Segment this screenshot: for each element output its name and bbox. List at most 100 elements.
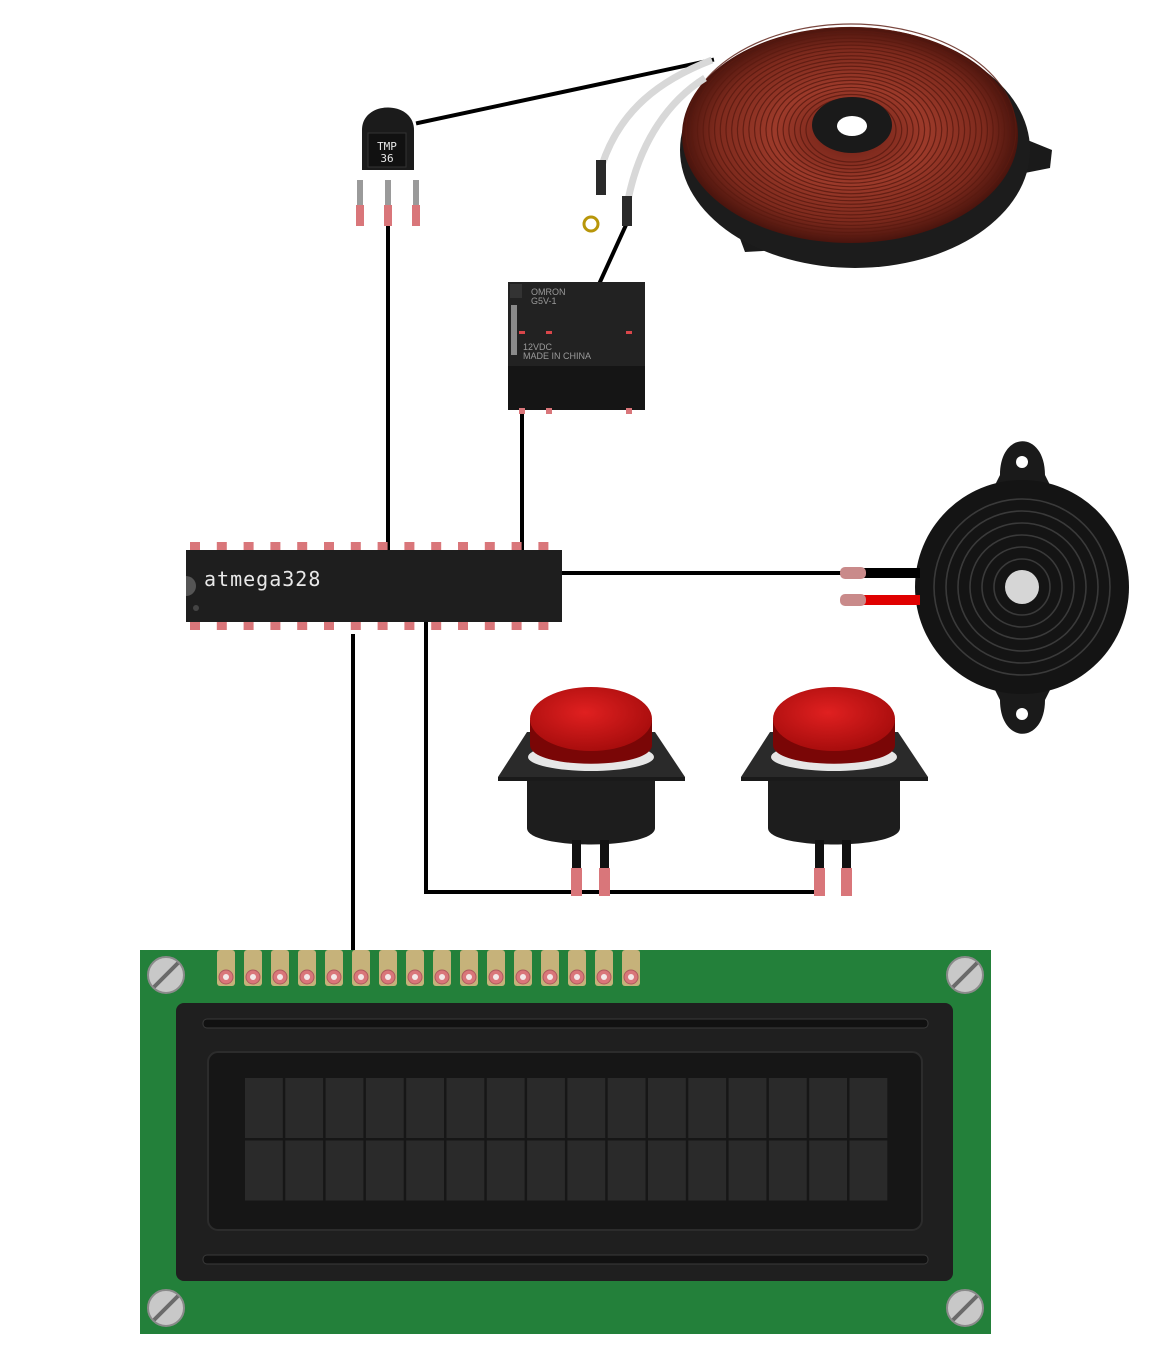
coil-rings [685,23,1017,237]
screw-slot [152,1294,180,1322]
lcd-header-hole [466,974,472,980]
lcd-cell [849,1078,888,1138]
mcu-pin-top [458,542,468,552]
lcd-cell [486,1078,525,1138]
mcu-notch [186,576,196,596]
lcd-cell [728,1140,767,1201]
lcd-header-hole [493,974,499,980]
lcd-header-hole [223,974,229,980]
button-left-leg-1 [572,840,581,890]
coil-winding-ring [742,58,960,202]
lcd-cell [446,1078,485,1138]
relay-brand: OMRON [531,287,566,297]
mcu-pin-bottom [350,620,361,630]
lcd-header-hole [331,974,337,980]
mcu-label: atmega328 [204,567,321,591]
wires [351,57,844,957]
coil-winding-ring [759,69,943,191]
lcd-cell [567,1078,606,1138]
coil-winding-ring [793,90,909,170]
mcu-pin-top [511,542,522,552]
lcd-mounting-screws [147,956,984,1327]
coil-winding-ring [713,41,989,219]
mcu-pin-top [270,542,281,552]
lcd-cell [768,1140,807,1201]
mcu-pin-bottom [431,620,442,630]
lcd-header-hole [385,974,391,980]
lcd-bezel-slot-top [202,1018,929,1029]
push-button-left [498,687,685,896]
lcd-header-hole [601,974,607,980]
lcd-cell [245,1140,283,1201]
coil-center-hole [837,116,867,136]
lcd-cell [406,1078,444,1138]
lcd-cell [325,1140,364,1201]
mcu-pin-bottom [404,620,415,630]
coil-winding-ring [696,30,1006,230]
push-button-right [741,687,928,896]
lcd-cell [809,1078,847,1138]
sensor-pin-tip-2 [384,205,392,226]
mcu-pin-bottom [216,620,227,630]
button-right-leg-2 [842,840,851,890]
lcd-cell [648,1078,686,1138]
buzzer-pin-red [840,594,866,606]
lcd-header-hole [277,974,283,980]
lcd-bezel-slot-bottom [202,1254,929,1265]
relay-origin: MADE IN CHINA [523,351,591,361]
button-left-leg-2 [600,840,609,890]
buzzer-mount-hole-bottom [1016,708,1028,720]
sensor-pin-2 [385,180,391,226]
lcd-cell [768,1078,807,1138]
lcd-cell [688,1140,727,1201]
mcu-pin-top [216,542,227,552]
lcd-cell [567,1140,606,1201]
mcu-pin-bottom [484,620,495,630]
buzzer-ring [957,522,1087,652]
coil-winding-ring [799,93,903,167]
mcu-pin-top [297,542,308,552]
coil-winding-ring [771,76,931,184]
coil-winding-ring [736,55,966,205]
lcd-cell [285,1140,324,1201]
lcd-header-pins [217,950,640,986]
mcu-pin-bottom [511,620,522,630]
lcd-cell [527,1140,565,1201]
piezo-buzzer [840,441,1129,734]
mcu-pin-top [243,542,254,552]
lcd-cell [849,1140,888,1201]
lcd-cell [809,1140,847,1201]
coil-winding-ring [731,51,971,209]
coil-winding-ring [719,44,983,216]
screw-slot [951,961,979,989]
button-right-cap-top [773,687,895,751]
coil-winding-ring [708,37,994,223]
relay-pin-mark-3 [626,331,632,334]
relay-base-band [508,366,645,410]
relay-model: G5V-1 [531,296,557,306]
button-left-leg-tip-1 [571,868,582,896]
coil-crimp-1 [596,160,606,195]
lcd-header-hole [412,974,418,980]
mcu-pin1-dot [193,605,199,611]
coil-lead-inner [624,75,707,201]
coil-winding-ring [725,48,977,212]
lcd-header-hole [358,974,364,980]
mcu-pin-top [484,542,495,552]
wire-sensor-to-coil [415,57,715,126]
lcd-cell [446,1140,485,1201]
screw-slot [152,961,180,989]
coil-winding-ring [776,79,926,181]
mcu-pin-bottom [270,620,281,630]
button-left-cap-top [530,687,652,751]
mcu-pin-bottom [458,620,468,630]
lcd-cell [648,1140,686,1201]
sensor-pin-3 [413,180,419,226]
mcu-pin-top [324,542,334,552]
buzzer-rings [933,498,1111,676]
lcd-cell [285,1078,324,1138]
mcu-pin-bottom [190,620,200,630]
temperature-sensor: TMP 36 [356,107,420,226]
buzzer-ring [969,534,1075,640]
mcu-pins [190,542,549,630]
